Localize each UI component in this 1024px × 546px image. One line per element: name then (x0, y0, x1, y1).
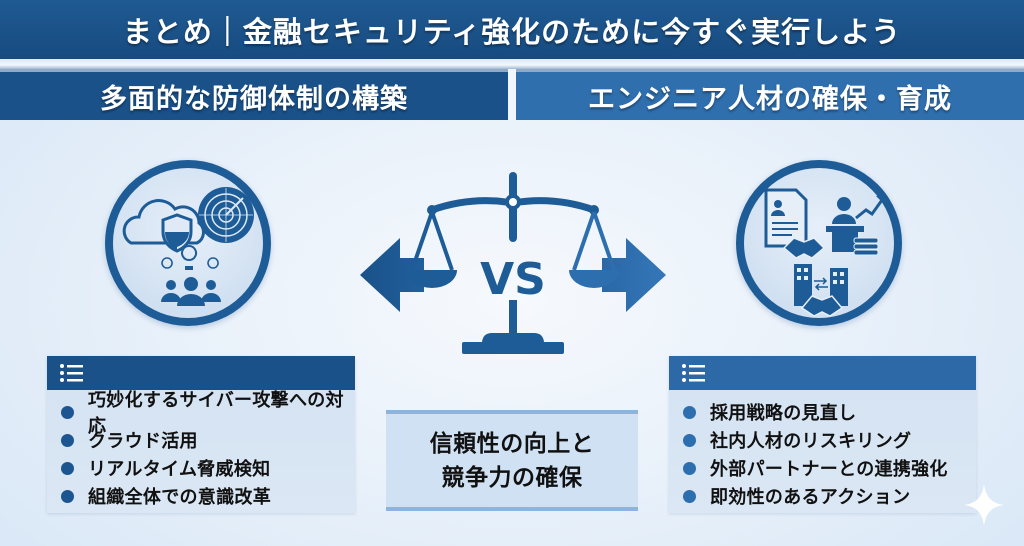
balance-scale-graphic: VS (352, 170, 672, 364)
defense-icon-circle (105, 160, 271, 326)
section-header-left: 多面的な防御体制の構築 (0, 69, 508, 120)
bullet-icon (683, 405, 696, 419)
cloud-shield-icon (122, 199, 205, 253)
list-header (47, 356, 355, 390)
team-ideas-icon (161, 245, 221, 306)
conclusion-box: 信頼性の向上と 競争力の確保 (386, 410, 638, 511)
conclusion-line-1: 信頼性の向上と (429, 430, 595, 457)
talent-list-panel: 採用戦略の見直し 社内人材のリスキリング 外部パートナーとの連携強化 即効性のあ… (669, 356, 976, 513)
list-icon (682, 364, 705, 382)
list-item: 組織全体での意識改革 (61, 482, 355, 510)
bullet-icon (61, 405, 74, 419)
section-header-right: エンジニア人材の確保・育成 (516, 69, 1024, 120)
page-title: まとめ｜金融セキュリティ強化のために今すぐ実行しよう (122, 14, 902, 49)
resume-handshake-icon (764, 188, 826, 259)
list-item: 巧妙化するサイバー攻撃への対応 (61, 390, 355, 437)
partnership-buildings-icon (794, 264, 848, 317)
list-item: クラウド活用 (61, 426, 355, 454)
bullet-icon (61, 461, 74, 475)
list-icon (60, 364, 83, 382)
header-divider (0, 59, 1024, 69)
vs-label: VS (480, 254, 546, 305)
list-item: 外部パートナーとの連携強化 (683, 454, 976, 482)
list-item: リアルタイム脅威検知 (61, 454, 355, 482)
conclusion-line-2: 競争力の確保 (441, 464, 583, 491)
arrow-left-icon (360, 238, 424, 312)
training-growth-icon (826, 194, 885, 256)
list-item: 即効性のあるアクション (683, 482, 976, 510)
talent-icon-circle (736, 160, 902, 326)
radar-icon (198, 187, 254, 243)
list-item: 採用戦略の見直し (683, 398, 976, 426)
balance-scale-icon: VS (407, 172, 619, 354)
section-title-talent: エンジニア人材の確保・育成 (588, 83, 952, 115)
list-item: 社内人材のリスキリング (683, 426, 976, 454)
bullet-icon (61, 433, 74, 447)
list-header (669, 356, 976, 390)
page-header: まとめ｜金融セキュリティ強化のために今すぐ実行しよう (0, 0, 1024, 59)
section-title-defense: 多面的な防御体制の構築 (100, 83, 408, 115)
bullet-icon (683, 461, 696, 475)
arrow-right-icon (602, 238, 666, 312)
defense-list-panel: 巧妙化するサイバー攻撃への対応 クラウド活用 リアルタイム脅威検知 組織全体での… (47, 356, 355, 513)
section-divider (508, 69, 516, 120)
sparkle-icon (964, 484, 1004, 530)
bullet-icon (61, 489, 74, 503)
bullet-icon (683, 489, 696, 503)
bullet-icon (683, 433, 696, 447)
